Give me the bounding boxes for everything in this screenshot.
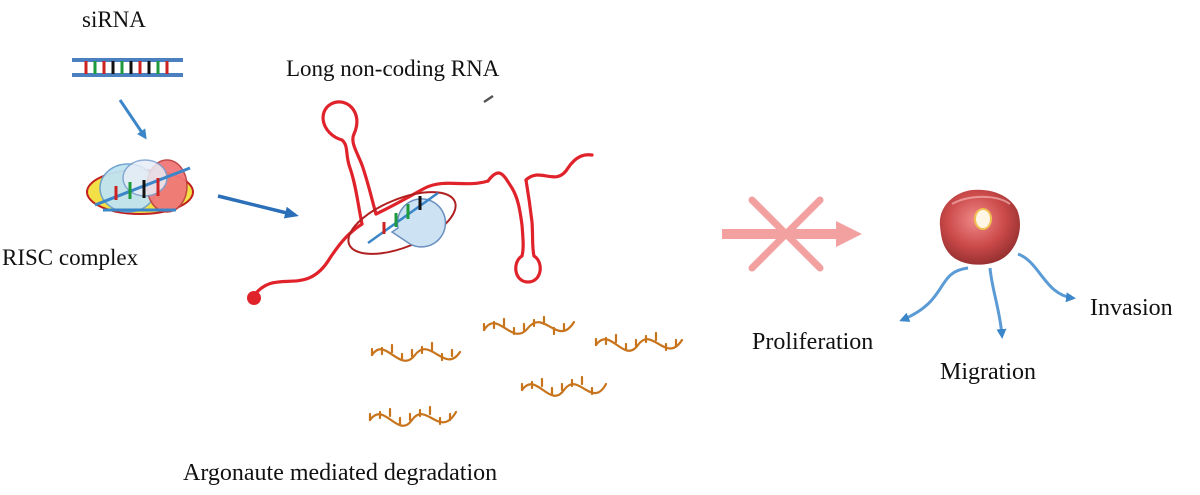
- rna-fragment-icon: [368, 405, 458, 427]
- risc-complex-icon: [86, 159, 194, 215]
- invasion-label: Invasion: [1090, 295, 1173, 321]
- inhibition-cross-icon: [722, 196, 862, 272]
- rna-fragment-icon: [520, 375, 608, 397]
- stray-mark: [483, 94, 494, 104]
- sirna-to-risc-arrow: [118, 99, 147, 140]
- proliferation-arrow: [899, 266, 969, 322]
- sirna-label: siRNA: [82, 7, 146, 32]
- rna-fragment-icon: [482, 315, 576, 336]
- risc-to-lncrna-arrow: [217, 194, 299, 219]
- bound-risc-icon: [347, 191, 457, 255]
- lncrna-5-prime-end: [247, 291, 261, 305]
- invasion-arrow: [1017, 252, 1076, 303]
- degradation-label: Argonaute mediated degradation: [183, 460, 498, 486]
- rna-fragment-icon: [594, 331, 684, 352]
- migration-label: Migration: [940, 359, 1036, 385]
- migration-arrow: [988, 267, 1007, 339]
- proliferation-label: Proliferation: [752, 329, 874, 355]
- risc-complex-label: RISC complex: [2, 245, 139, 270]
- rna-fragment-icon: [370, 341, 462, 362]
- cancer-cell-icon: [939, 189, 1020, 265]
- sirna-duplex-icon: [72, 58, 183, 77]
- lncrna-label: Long non-coding RNA: [286, 56, 500, 81]
